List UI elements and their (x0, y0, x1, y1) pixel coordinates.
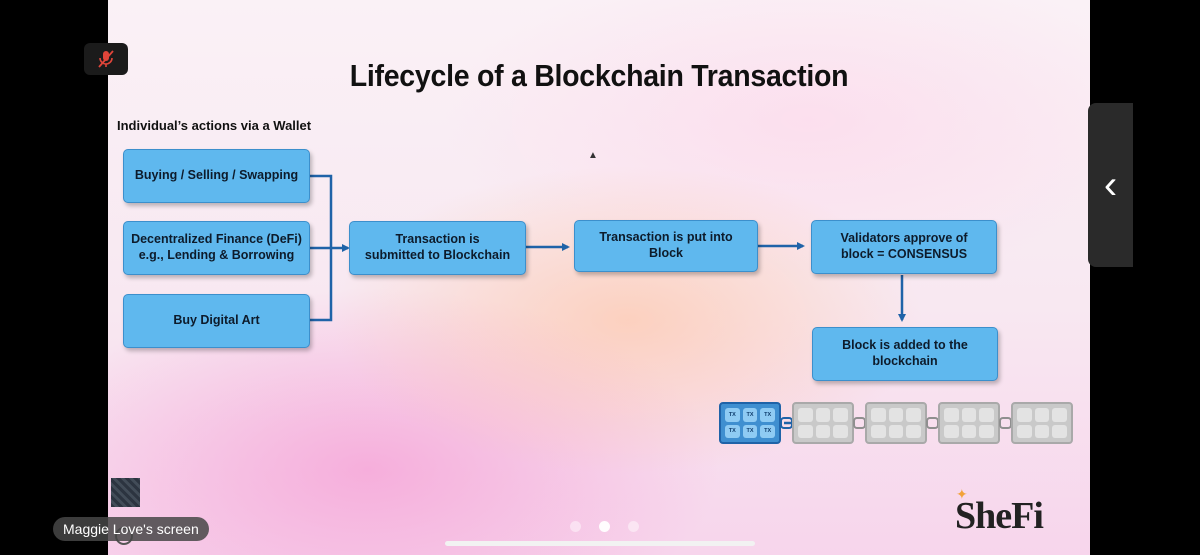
mouse-cursor-icon: ▲ (588, 150, 598, 161)
chain-block (792, 402, 854, 444)
buying-selling-box: Buying / Selling / Swapping (123, 149, 310, 203)
validators-box: Validators approve of block = CONSENSUS (811, 220, 997, 274)
page-dot[interactable] (628, 521, 639, 532)
home-indicator[interactable] (445, 541, 755, 546)
block-box: Transaction is put into Block (574, 220, 758, 272)
shefi-logo: SheFi (955, 494, 1043, 538)
chain-block (865, 402, 927, 444)
submitted-box: Transaction is submitted to Blockchain (349, 221, 526, 275)
collapse-panel-button[interactable]: ‹ (1088, 103, 1133, 267)
defi-box: Decentralized Finance (DeFi) e.g., Lendi… (123, 221, 310, 275)
page-dot-active[interactable] (599, 521, 610, 532)
chain-block (938, 402, 1000, 444)
digital-art-box: Buy Digital Art (123, 294, 310, 348)
screen-share-label: Maggie Love's screen (53, 517, 209, 541)
shared-slide: Lifecycle of a Blockchain Transaction In… (108, 0, 1090, 555)
page-dot[interactable] (570, 521, 581, 532)
mute-button[interactable] (84, 43, 128, 75)
page-indicator[interactable] (570, 521, 639, 532)
chevron-left-icon: ‹ (1104, 163, 1117, 208)
mic-off-icon (95, 48, 117, 70)
flow-arrows (108, 0, 1090, 555)
participant-thumbnail[interactable] (111, 478, 140, 507)
chain-block (1011, 402, 1073, 444)
block-added-box: Block is added to the blockchain (812, 327, 998, 381)
